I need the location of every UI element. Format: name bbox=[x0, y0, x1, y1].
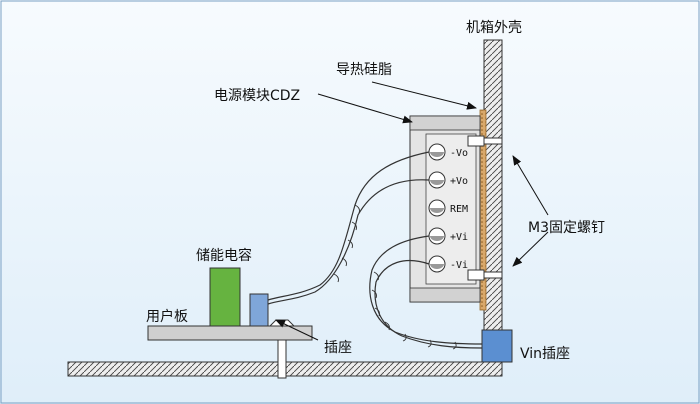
pin-pos-vo: +Vo bbox=[428, 171, 468, 189]
board-standoff bbox=[277, 339, 287, 379]
label-thermal-grease: 导热硅脂 bbox=[336, 62, 392, 78]
vin-socket bbox=[481, 329, 513, 363]
chassis-wall bbox=[483, 39, 503, 363]
pin-label: REM bbox=[450, 204, 468, 215]
m3-screw-top bbox=[467, 135, 503, 147]
leader-thermal-grease bbox=[371, 81, 477, 110]
output-wires bbox=[267, 151, 430, 305]
pin-label: +Vi bbox=[450, 232, 468, 243]
label-user-board: 用户板 bbox=[146, 308, 188, 325]
label-chassis: 机箱外壳 bbox=[466, 19, 522, 36]
pin-label: +Vo bbox=[450, 176, 468, 187]
leader-socket bbox=[275, 319, 319, 341]
pin-connectors: -Vo +Vo REM +Vi -Vi bbox=[428, 143, 468, 273]
label-capacitor: 储能电容 bbox=[196, 247, 252, 264]
label-vin-socket: Vin插座 bbox=[520, 346, 570, 362]
m3-screw-bottom bbox=[467, 269, 503, 281]
storage-capacitor bbox=[209, 267, 241, 327]
pin-pos-vi: +Vi bbox=[428, 227, 468, 245]
label-m3-screws: M3固定螺钉 bbox=[528, 220, 605, 236]
input-wires bbox=[369, 235, 483, 350]
leader-screw-bottom bbox=[512, 231, 549, 267]
label-power-module: 电源模块CDZ bbox=[214, 88, 300, 104]
board-socket bbox=[249, 293, 269, 327]
leader-power-module bbox=[317, 93, 413, 124]
pin-neg-vi: -Vi bbox=[428, 255, 468, 273]
pin-label: -Vo bbox=[450, 148, 468, 159]
pin-neg-vo: -Vo bbox=[428, 143, 468, 161]
label-socket: 插座 bbox=[324, 340, 352, 356]
pin-rem: REM bbox=[428, 199, 468, 217]
leader-screw-top bbox=[512, 155, 549, 216]
pin-label: -Vi bbox=[450, 260, 468, 271]
